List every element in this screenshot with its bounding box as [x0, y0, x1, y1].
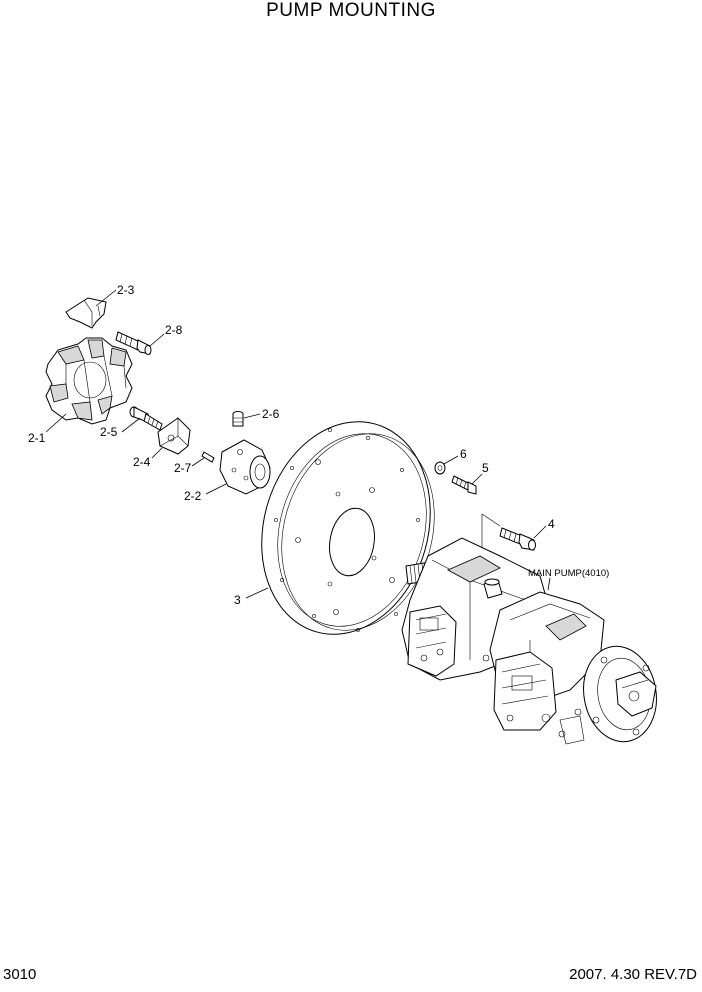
part-2-2-hub[interactable] [219, 439, 271, 495]
label-2-2: 2-2 [184, 489, 202, 503]
main-pump-assembly[interactable] [401, 537, 664, 748]
leader-2-5 [121, 417, 141, 433]
label-2-6: 2-6 [262, 407, 280, 421]
label-2-7: 2-7 [174, 461, 192, 475]
part-2-4-block[interactable] [157, 417, 191, 455]
leader-main-pump [547, 577, 551, 591]
revision-stamp: 2007. 4.30 REV.7D [569, 966, 697, 983]
leader-2-4 [151, 447, 163, 459]
leader-2-6 [243, 413, 261, 419]
leader-6 [443, 455, 459, 465]
label-4: 4 [548, 517, 555, 531]
page-title: PUMP MOUNTING [266, 0, 436, 21]
label-main-pump: MAIN PUMP(4010) [528, 568, 609, 579]
leader-5 [471, 473, 483, 485]
leader-4 [533, 525, 547, 539]
bolt-axis-line [481, 513, 501, 554]
label-2-1: 2-1 [28, 431, 46, 445]
label-2-8: 2-8 [165, 323, 183, 337]
part-4-bolt[interactable] [499, 527, 536, 551]
leader-2-1 [45, 413, 67, 433]
part-5-bolt[interactable] [451, 475, 477, 495]
part-2-5-bolt[interactable] [129, 406, 163, 431]
part-2-1-coupling-insert[interactable] [45, 337, 133, 425]
leader-3 [245, 587, 269, 599]
part-3-flange[interactable] [237, 402, 456, 655]
label-2-5: 2-5 [100, 425, 118, 439]
part-6-washer[interactable] [434, 461, 446, 475]
leader-2-3 [95, 289, 117, 307]
label-5: 5 [482, 461, 489, 475]
label-6: 6 [460, 447, 467, 461]
page-number: 3010 [3, 966, 37, 983]
part-2-7-pin[interactable] [201, 451, 215, 463]
label-2-3: 2-3 [117, 283, 135, 297]
leader-2-7 [191, 457, 205, 467]
leader-2-8 [149, 333, 165, 347]
part-2-8-bolt[interactable] [115, 331, 152, 355]
part-2-6-set-screw[interactable] [232, 411, 244, 427]
label-2-4: 2-4 [133, 455, 151, 469]
label-3: 3 [234, 593, 241, 607]
leader-2-2 [205, 483, 227, 495]
